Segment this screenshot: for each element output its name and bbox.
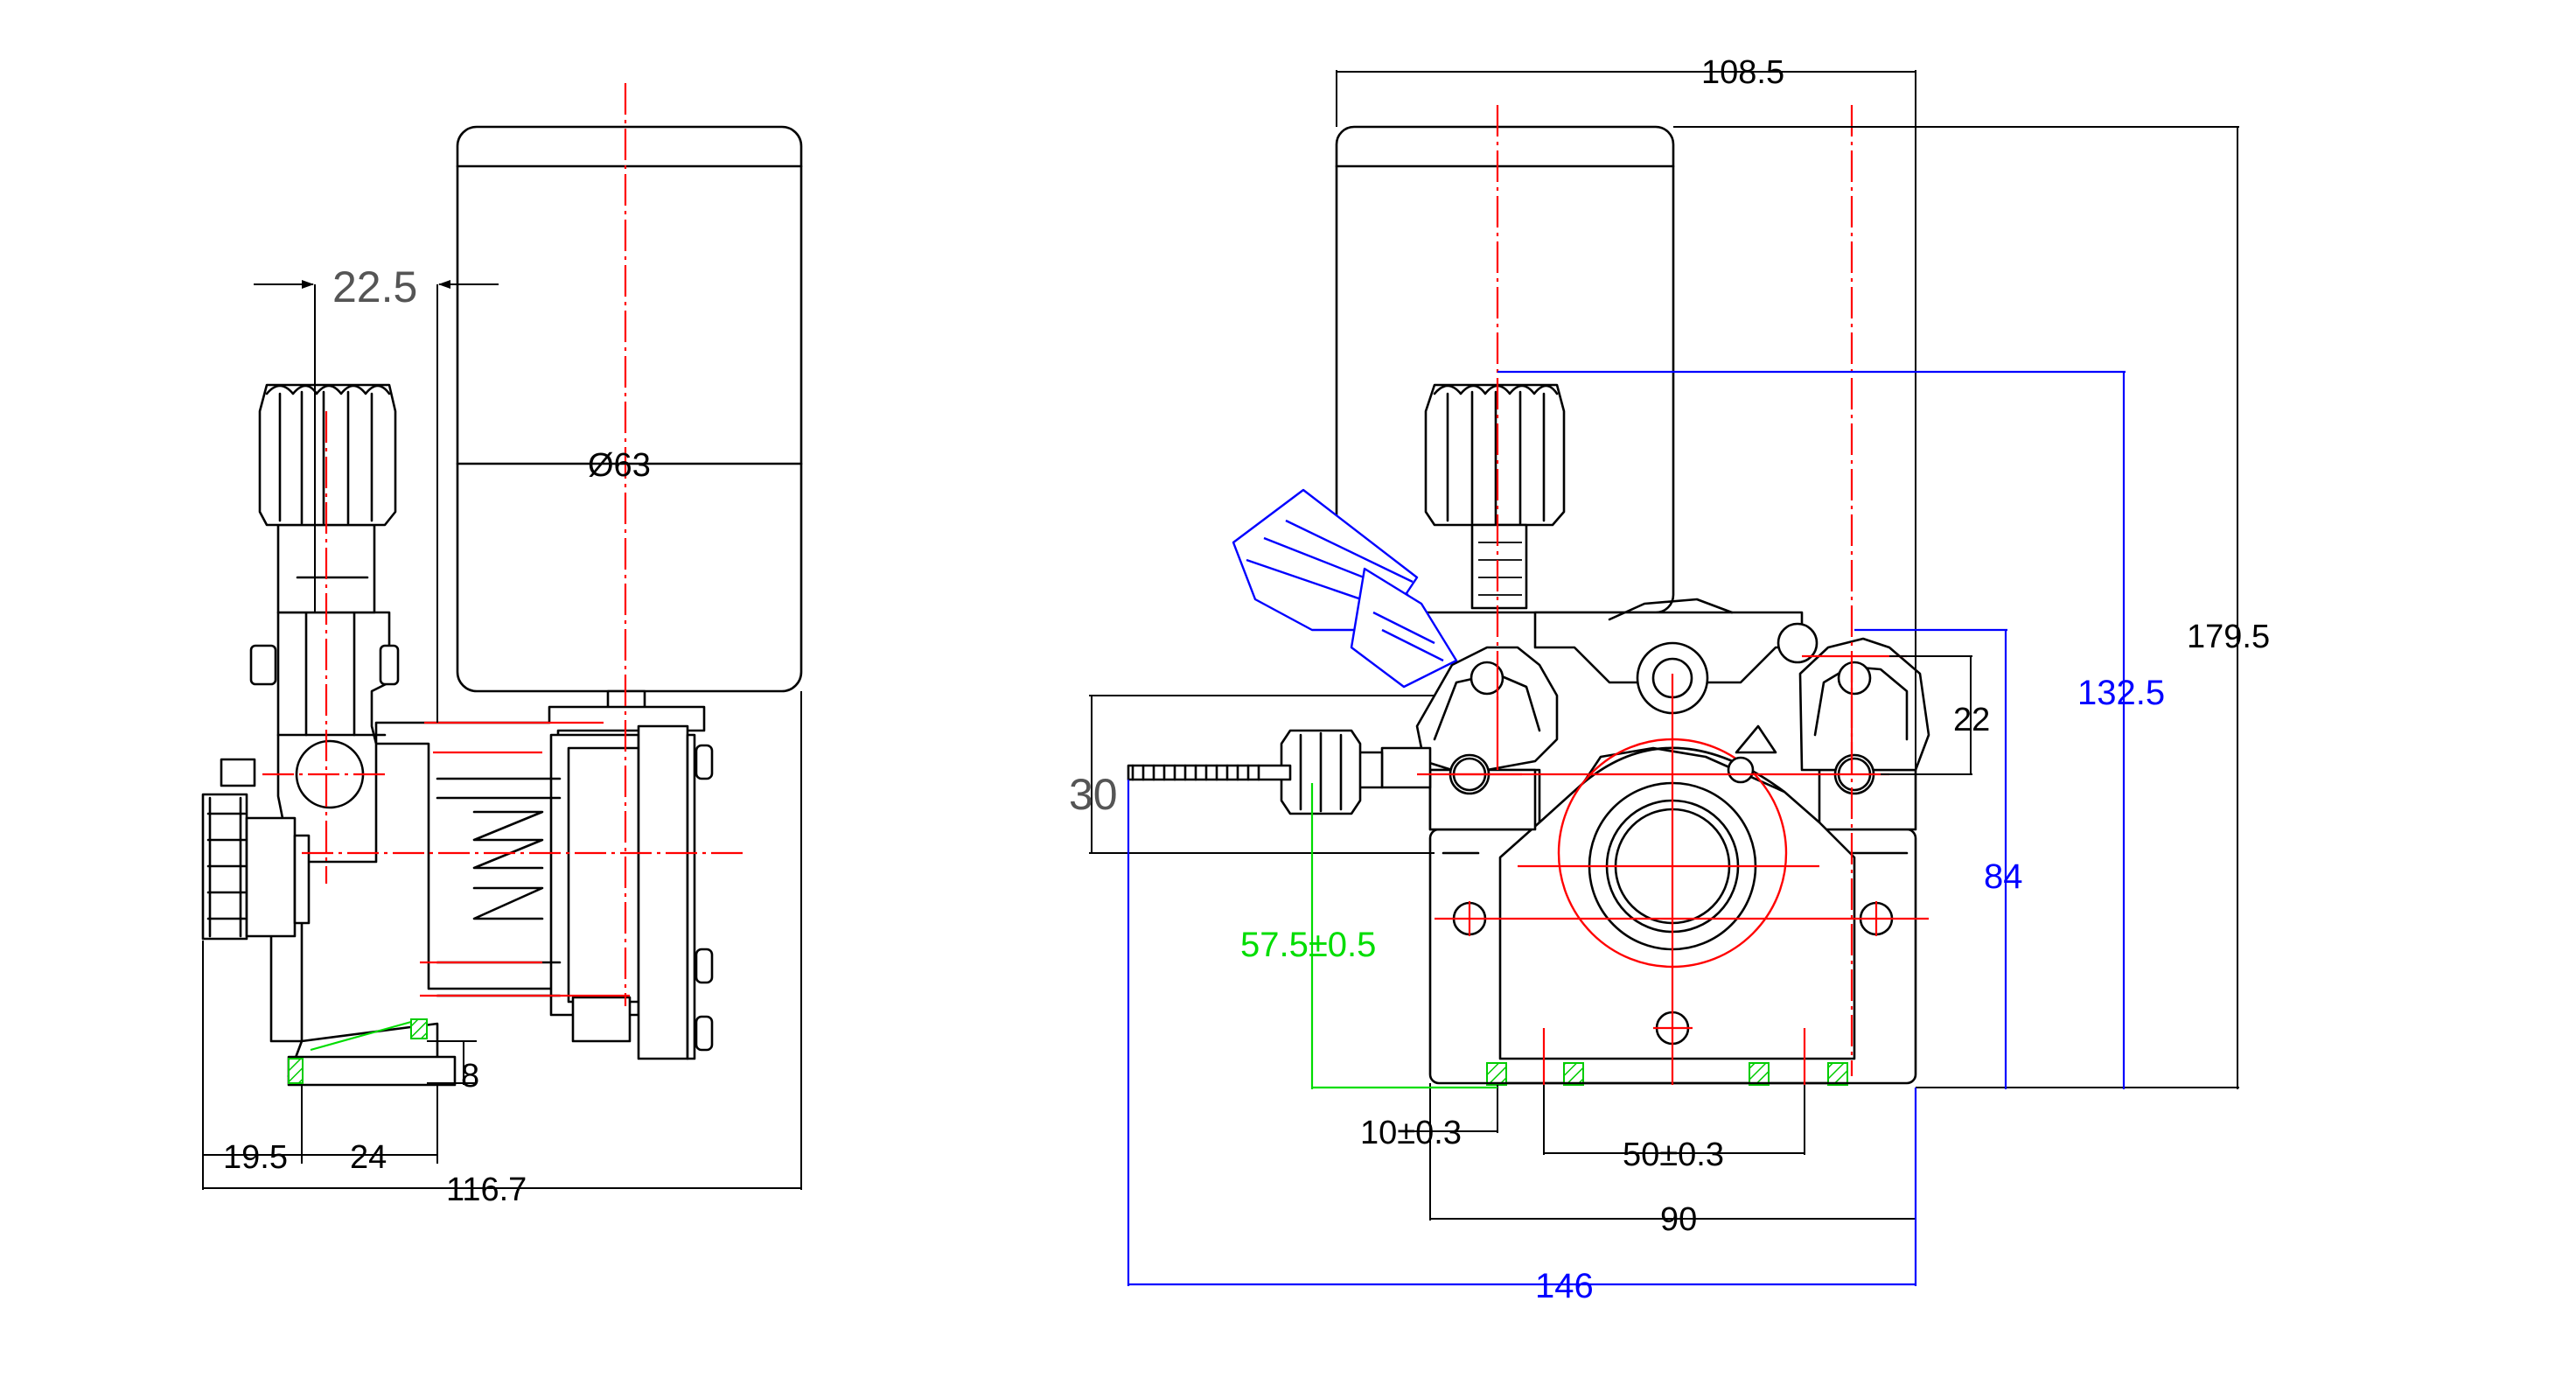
dim-10-label: 10±0.3 [1360,1115,1462,1151]
pressure-arm-right [1798,637,1930,795]
guide-tube-front [1127,729,1432,815]
dim-8-label: 8 [461,1058,479,1095]
dim-90-label: 90 [1660,1201,1697,1238]
knob-alt-position [1232,488,1458,689]
dim-22-5-label: 22.5 [332,262,417,311]
dim-179-5-label: 179.5 [2187,619,2270,655]
dim-22-label: 22 [1953,702,1990,738]
front-view: 108.5 179.5 132.5 22 84 30 57.5±0.5 10±0… [1069,54,2270,1305]
motor-body-side [456,125,803,710]
gearbox-side [374,705,714,1060]
motor-body-front [1335,125,1675,614]
side-view: 22.5 Ø63 8 19.5 24 116.7 [201,83,803,1208]
dim-dia63-label: Ø63 [588,447,651,484]
front-dimensions-black [1089,70,2239,1221]
drive-roller-side [201,758,311,941]
base-plate-side [287,1018,457,1087]
dim-116-7-label: 116.7 [446,1172,527,1208]
centerlines-front [1417,105,1929,1085]
dim-84-label: 84 [1984,857,2023,896]
tension-knob-front [1424,383,1566,610]
pressure-arm-left [1415,646,1559,831]
tension-knob-side [258,383,397,614]
dim-57-5-label: 57.5±0.5 [1240,926,1376,964]
side-dimensions [202,280,802,1190]
dim-30-label: 30 [1069,770,1118,819]
dim-132-5-label: 132.5 [2077,674,2165,712]
front-dimensions-blue [1127,370,2126,1286]
dim-50-label: 50±0.3 [1623,1137,1724,1173]
dim-146-label: 146 [1535,1267,1594,1305]
dim-108-5-label: 108.5 [1701,54,1784,91]
dim-24-label: 24 [350,1139,387,1176]
dim-19-5-label: 19.5 [223,1139,288,1176]
centerlines-side [262,83,743,1006]
front-dimensions-green [1310,783,1497,1089]
drive-roller-front [1498,738,1856,1060]
